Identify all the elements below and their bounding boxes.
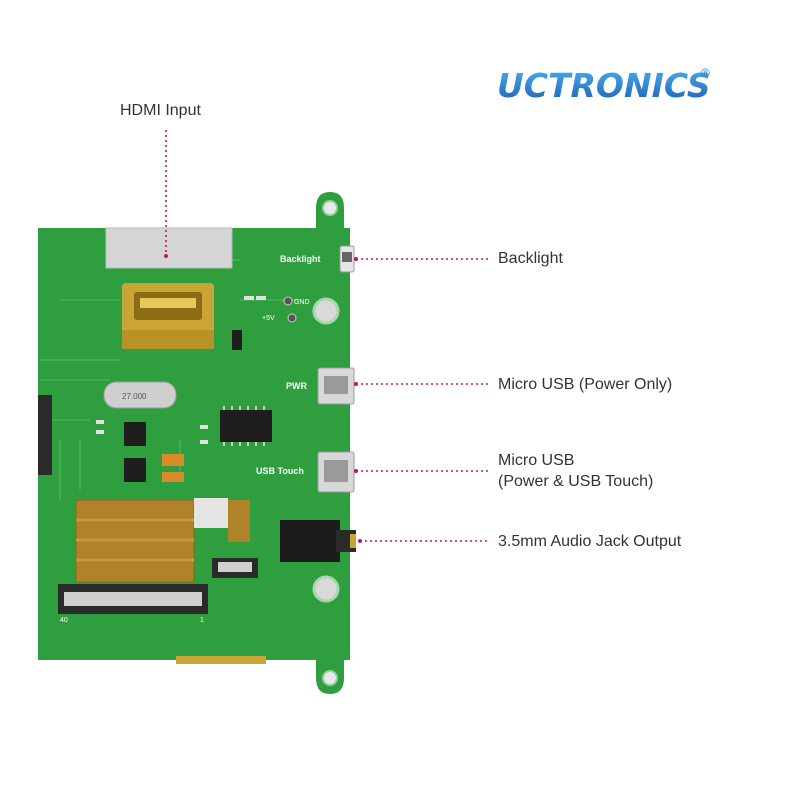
pin1-label: 1 (200, 617, 204, 624)
micro-usb-touch-label-line2: (Power & USB Touch) (498, 473, 654, 490)
pin40-label: 40 (60, 617, 68, 624)
audio-jack-label: 3.5mm Audio Jack Output (498, 533, 682, 550)
usb-touch-silk: USB Touch (256, 466, 304, 476)
registered-mark: ® (701, 66, 710, 80)
plus5v-silk: +5V (262, 315, 275, 322)
ribbon-cable (75, 498, 250, 583)
side-connector (38, 395, 52, 475)
micro-usb-touch-label-line1: Micro USB (498, 452, 575, 469)
pwr-silk: PWR (286, 381, 307, 391)
foam-pad (106, 228, 232, 268)
crystal-label: 27.000 (122, 392, 147, 401)
gnd-silk: GND (294, 299, 310, 306)
leader-lines (165, 130, 488, 542)
hdmi-input-label: HDMI Input (120, 102, 201, 119)
transistor (124, 422, 146, 446)
audio-jack (280, 520, 356, 562)
fpc-connector: 40 1 (58, 584, 208, 624)
transistor (124, 458, 146, 482)
uctronics-logo: UCTRONICS (497, 66, 711, 105)
capacitor (162, 472, 184, 482)
backlight-silk: Backlight (280, 254, 321, 264)
micro-usb-touch-port (317, 451, 355, 493)
backlight-switch (339, 245, 355, 273)
capacitor (162, 454, 184, 466)
crystal-oscillator: 27.000 (103, 381, 177, 409)
backlight-label: Backlight (498, 250, 563, 267)
edge-connector (176, 656, 266, 664)
micro-usb-power-port (317, 367, 355, 405)
ic-chip (220, 410, 272, 442)
micro-usb-power-label: Micro USB (Power Only) (498, 376, 673, 393)
hdmi-connector (122, 283, 214, 349)
